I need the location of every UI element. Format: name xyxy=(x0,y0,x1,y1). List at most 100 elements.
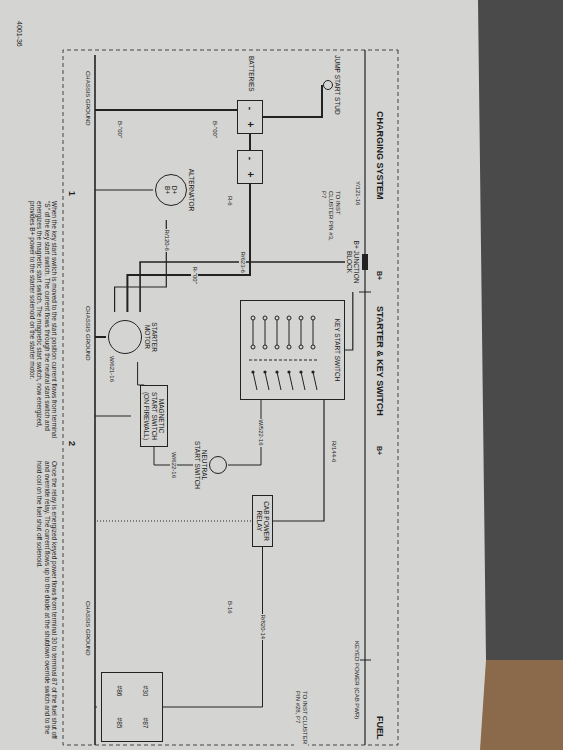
switch-terminal xyxy=(263,345,267,349)
wire-label: 2 xyxy=(67,440,77,447)
switch-terminal xyxy=(275,316,279,320)
terminal-name: #30 xyxy=(141,675,148,707)
wire-label: Y/121-16 xyxy=(354,180,361,206)
polarity-mark: + xyxy=(244,171,256,177)
wire xyxy=(163,547,263,707)
switch-terminal xyxy=(251,345,255,349)
switch-contact xyxy=(289,320,290,345)
component-label: MAGNETIC START SWITCH (ON FIREWALL) xyxy=(143,388,165,444)
switch-terminal xyxy=(275,345,279,349)
switch-contact xyxy=(313,320,314,345)
wire-label: W/622-16 xyxy=(170,451,177,479)
wire-label: CHASSIS GROUND xyxy=(84,600,91,657)
alternator: ALTERNATORD+B+ xyxy=(154,160,195,220)
switch-terminal xyxy=(251,316,255,320)
terminal-name: #85 xyxy=(115,707,122,739)
switch-pivot xyxy=(275,370,278,373)
component-label: JUMP START STUD xyxy=(334,55,341,115)
switch-contact xyxy=(301,320,302,345)
junction-block: B+ JUNCTION BLOCK xyxy=(345,232,371,292)
battery: -+ xyxy=(237,100,263,134)
wire-label: R/820-14 xyxy=(259,614,266,641)
section-heading: 4001-36 xyxy=(15,20,23,48)
starter-motor-symbol xyxy=(108,320,142,354)
switch-contact xyxy=(301,372,305,390)
switch-contact xyxy=(277,320,278,345)
switch-terminal xyxy=(311,345,315,349)
switch-contact xyxy=(265,372,269,390)
wire-label: R/144-6 xyxy=(330,440,337,463)
note-text: Once the relay is energized keyed power … xyxy=(36,460,58,742)
switch-contact xyxy=(253,372,257,390)
stud-symbol xyxy=(323,80,333,90)
wire-label: R-6 xyxy=(226,195,233,207)
wire xyxy=(249,134,251,150)
wire-label: CHASSIS GROUND xyxy=(84,70,91,127)
switch-contact xyxy=(253,320,254,345)
wire-label: KEYED POWER (CAB PWR) xyxy=(353,640,360,720)
wire-label: R-"00" xyxy=(191,266,198,285)
polarity-mark: - xyxy=(244,107,256,110)
switch-contact xyxy=(277,372,281,390)
switch-contact xyxy=(265,320,266,345)
wire xyxy=(263,85,322,117)
wire-label: TO INST CLUSTER PIN #28, P7 xyxy=(294,690,308,747)
wire-label: CHASSIS GROUND xyxy=(84,305,91,362)
terminal-name: D+ xyxy=(171,186,178,195)
wire xyxy=(228,400,261,465)
wire-label: W/522-16 xyxy=(258,419,265,447)
wire-label: 1 xyxy=(67,190,77,197)
component-label: STARTER MOTOR xyxy=(143,312,158,362)
switch-terminal xyxy=(299,316,303,320)
wire-label: B-"00" xyxy=(116,120,123,139)
magnetic-start-switch: MAGNETIC START SWITCH (ON FIREWALL) xyxy=(140,385,168,447)
switch-contact xyxy=(313,372,317,390)
fuel-relay: #30#87 #86#85 xyxy=(101,672,163,742)
switch-pivot xyxy=(251,370,254,373)
polarity-mark: - xyxy=(244,157,256,160)
wire-label: B-16 xyxy=(226,600,233,615)
section-heading: STARTER & KEY SWITCH xyxy=(375,305,385,417)
wire-label: TO INST CLUSTER PIN #3, P7 xyxy=(320,190,341,242)
component-label: NEUTRAL START SWITCH xyxy=(193,440,208,490)
switch-pivot xyxy=(311,370,314,373)
switch-pivot xyxy=(263,370,266,373)
note-text: When the key start switch is moved to th… xyxy=(28,200,58,447)
section-heading: CHARGING SYSTEM xyxy=(375,110,385,201)
switch-terminal xyxy=(287,316,291,320)
wire-label: W/621-16 xyxy=(108,355,115,383)
polarity-mark: + xyxy=(244,121,256,127)
wire-label: B+ xyxy=(375,445,383,456)
wire xyxy=(273,400,324,521)
switch-contact xyxy=(289,372,293,390)
switch-pivot xyxy=(299,370,302,373)
switch-terminal xyxy=(299,345,303,349)
junction-terminal xyxy=(362,254,368,270)
switch-pivot xyxy=(287,370,290,373)
wire-label: R/120-6 xyxy=(163,229,170,252)
switch-terminal xyxy=(311,316,315,320)
switch-terminal xyxy=(287,345,291,349)
section-heading: FUEL xyxy=(375,715,385,741)
component-label: KEY START SWITCH xyxy=(334,303,341,397)
terminal-name: B+ xyxy=(163,186,170,194)
wire-label: BATTERIES xyxy=(248,55,255,93)
switch-terminal xyxy=(263,316,267,320)
component-label: B+ JUNCTION BLOCK xyxy=(345,232,360,292)
key-start-switch: KEY START SWITCH xyxy=(240,300,345,400)
wire xyxy=(138,362,145,385)
alternator-symbol: D+B+ xyxy=(155,174,187,206)
neutral-start-switch: NEUTRAL START SWITCH xyxy=(193,440,228,490)
terminal-name: #87 xyxy=(141,707,148,739)
jump-start-stud: JUMP START STUD xyxy=(322,55,341,115)
component-label: CAB POWER RELAY xyxy=(255,498,270,544)
component-label: ALTERNATOR xyxy=(188,160,195,220)
cab-power-relay: CAB POWER RELAY xyxy=(252,495,273,547)
wire xyxy=(345,292,353,350)
wire-label: B-"00" xyxy=(211,120,218,139)
wire-label: R/623-6 xyxy=(239,251,246,274)
battery: -+ xyxy=(237,150,263,184)
terminal-name: #86 xyxy=(115,675,122,707)
neutral-start-switch-symbol xyxy=(209,456,227,474)
